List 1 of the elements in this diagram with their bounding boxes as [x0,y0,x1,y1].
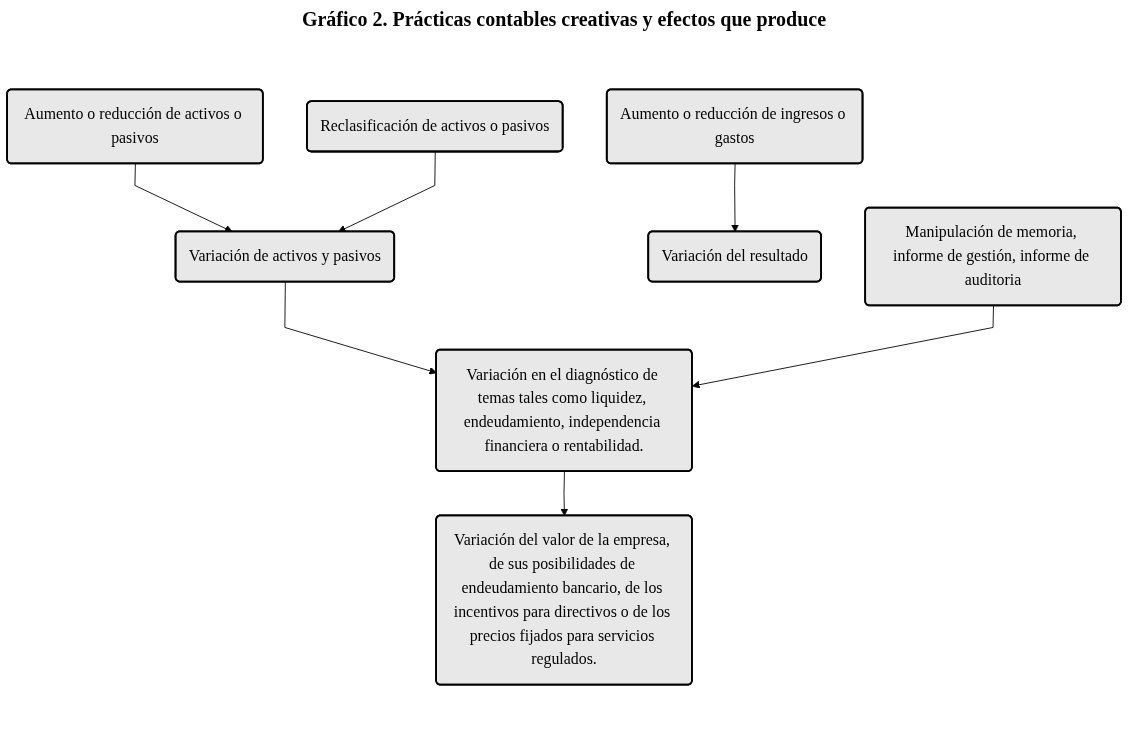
diagram-title: Gráfico 2. Prácticas contables creativas y efectos que produce [301,8,827,31]
